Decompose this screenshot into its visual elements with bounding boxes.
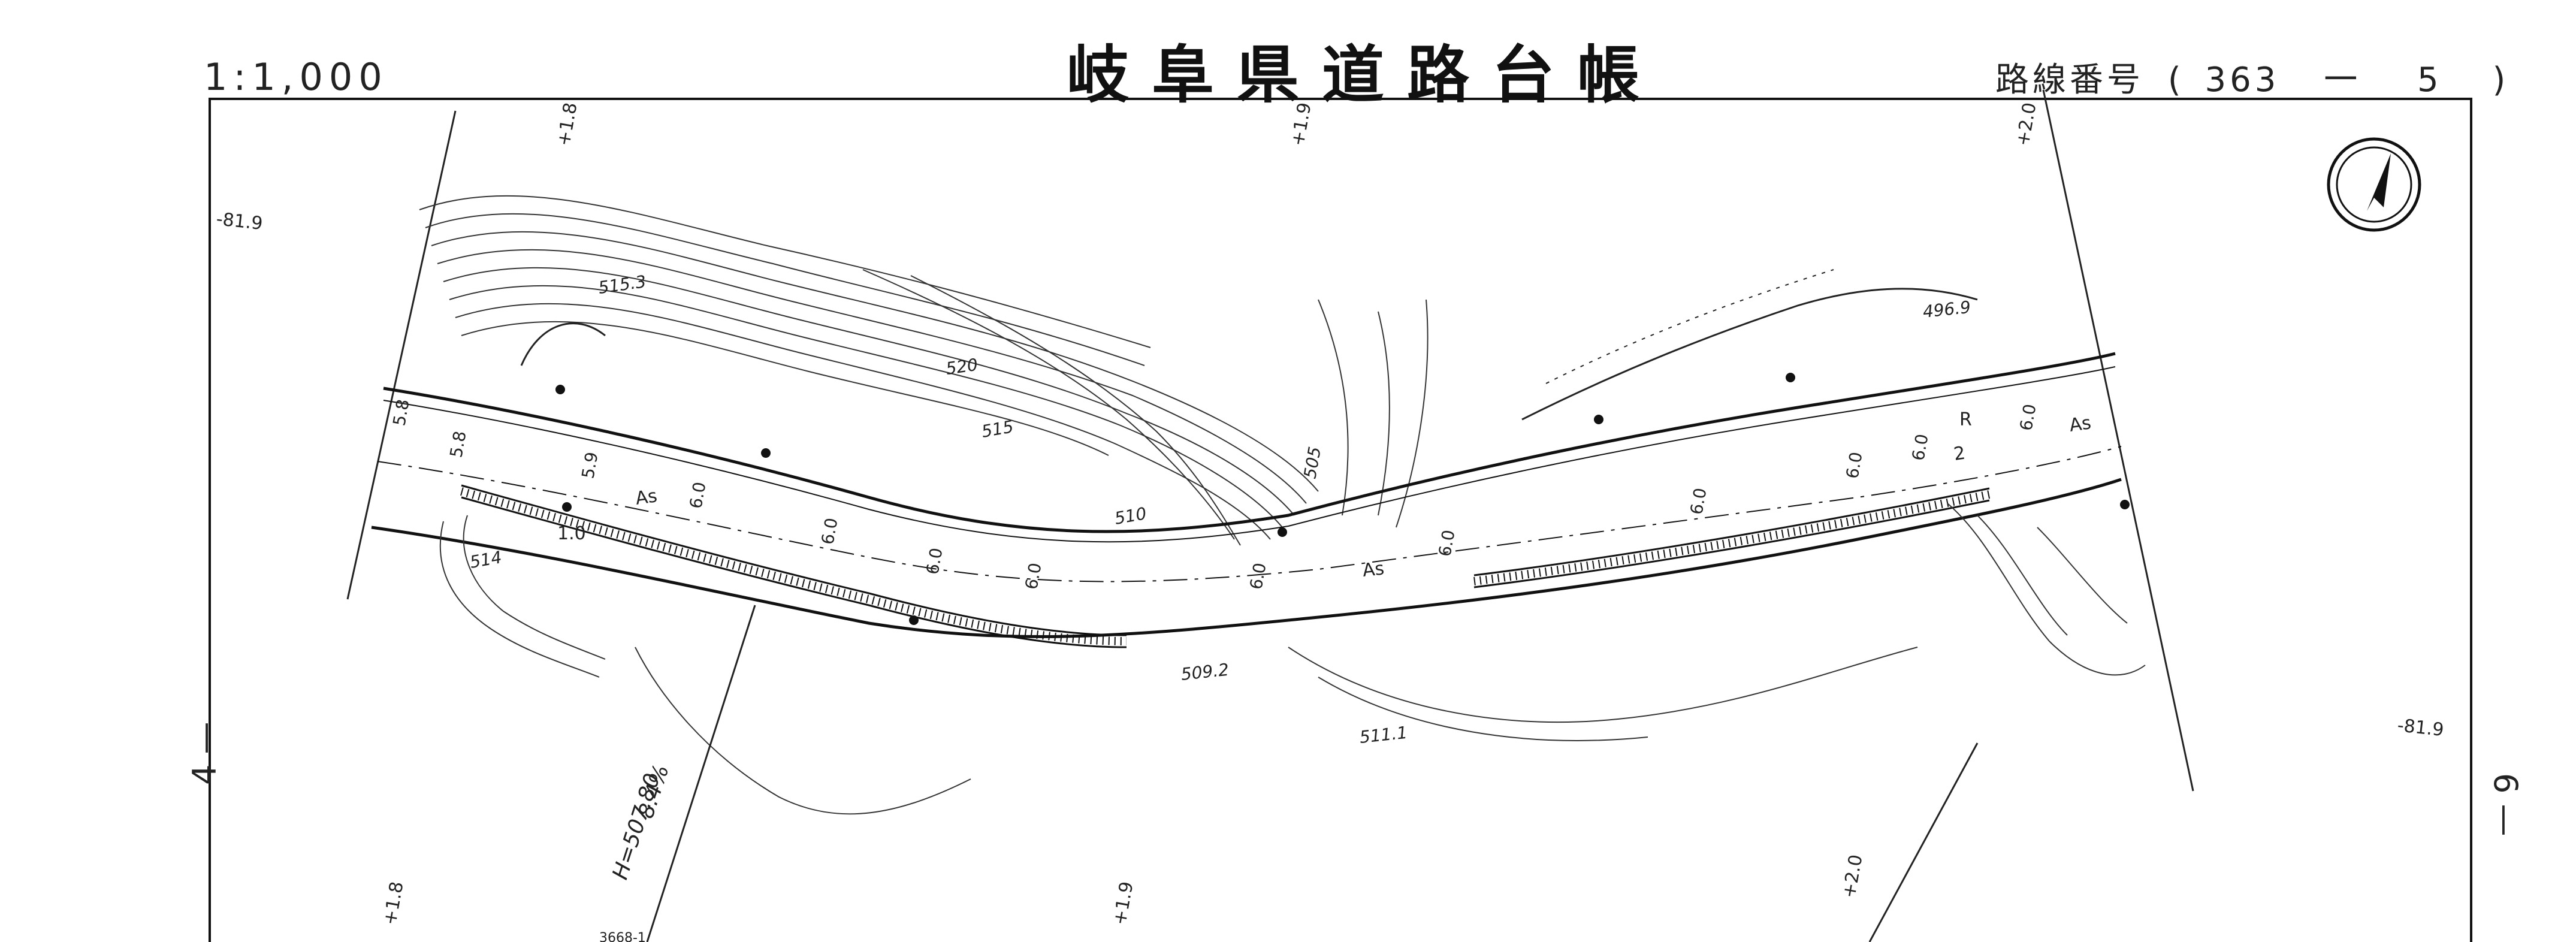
misc-labels: 1.0 2 R bbox=[557, 409, 1972, 544]
adjacent-sheet-left[interactable]: 4 — bbox=[186, 721, 224, 785]
contour-label: 520 bbox=[944, 355, 979, 379]
left-sheet-number: 4 bbox=[186, 764, 224, 785]
width-label: 6.0 bbox=[922, 547, 946, 576]
offset-label: -81.9 bbox=[2396, 715, 2445, 741]
width-label: 6.0 bbox=[1842, 451, 1866, 481]
offset-label: -81.9 bbox=[215, 209, 264, 234]
route-open-paren: ( bbox=[2167, 61, 2185, 99]
width-label: 6.0 bbox=[1435, 529, 1458, 558]
misc-label: R bbox=[1959, 409, 1972, 430]
map-frame bbox=[209, 98, 2472, 942]
sheet-boundary-left bbox=[346, 110, 457, 600]
right-sheet-dash: — bbox=[2487, 804, 2524, 837]
surface-label: As bbox=[2068, 412, 2092, 436]
contour-lines-south bbox=[439, 503, 2146, 815]
offset-label: +2.0 bbox=[2012, 101, 2040, 148]
width-label: 6.0 bbox=[817, 517, 841, 547]
map-scale: 1:1,000 bbox=[204, 55, 388, 99]
road-edge-north-inner bbox=[383, 366, 2116, 543]
gradient-annotation: H=507.80 8.4% bbox=[608, 762, 674, 883]
route-sheet-value: 5 bbox=[2417, 61, 2442, 99]
lot-number: 3668-1 bbox=[599, 931, 646, 942]
surface-labels: As As As bbox=[634, 412, 2092, 581]
offset-label: +1.9 bbox=[1109, 880, 1137, 927]
offset-label: +1.8 bbox=[553, 101, 581, 148]
left-sheet-dash: — bbox=[186, 721, 224, 754]
route-close-paren: ) bbox=[2492, 61, 2509, 99]
width-label: 5.9 bbox=[578, 451, 602, 481]
width-label: 6.0 bbox=[685, 481, 709, 511]
width-label: 6.0 bbox=[1908, 433, 1932, 463]
adjacent-sheet-right[interactable]: 6 — bbox=[2487, 773, 2524, 837]
scarp-symbol bbox=[520, 322, 606, 366]
offset-label: +2.0 bbox=[1838, 853, 1867, 900]
road-edge-north bbox=[383, 352, 2116, 533]
offset-label: +1.9 bbox=[1287, 101, 1315, 148]
contour-label: 514 bbox=[468, 547, 503, 572]
offset-labels: -81.9 +1.8 +1.9 +2.0 +1.8 +1.9 +2.0 -81.… bbox=[215, 101, 2445, 927]
contour-label: 496.9 bbox=[1922, 297, 1971, 322]
right-sheet-number: 6 bbox=[2487, 773, 2524, 794]
misc-label: 2 bbox=[1952, 443, 1967, 465]
contour-label: 509.2 bbox=[1180, 660, 1230, 684]
contour-labels: 515.3 520 515 510 505 514 509.2 511.1 49… bbox=[468, 271, 1971, 747]
retaining-wall-east bbox=[1473, 487, 1991, 588]
misc-label: 1.0 bbox=[557, 523, 586, 544]
width-label: 6.0 bbox=[1021, 561, 1045, 591]
contour-lines-north bbox=[419, 195, 1429, 546]
width-label: 5.8 bbox=[446, 430, 470, 460]
surface-label: As bbox=[634, 485, 659, 509]
contour-label: 510 bbox=[1113, 503, 1147, 529]
slope-edge-north-east bbox=[1521, 288, 1978, 421]
retaining-wall-west bbox=[460, 484, 1127, 648]
route-dash: 一 bbox=[2324, 61, 2361, 99]
gradient-line bbox=[646, 605, 756, 942]
width-label: 5.8 bbox=[389, 398, 413, 428]
contour-label: 515.3 bbox=[597, 271, 647, 298]
width-label: 6.0 bbox=[1686, 487, 1710, 517]
sheet-boundary-right bbox=[2042, 89, 2194, 792]
road-edge-south bbox=[371, 478, 2122, 638]
width-label: 6.0 bbox=[1246, 561, 1270, 591]
point-features bbox=[555, 373, 2130, 625]
route-number-value: 363 bbox=[2204, 61, 2280, 99]
road-centerline bbox=[377, 446, 2122, 582]
contour-label: 515 bbox=[980, 416, 1014, 442]
boundary-south-east bbox=[1868, 742, 1979, 942]
slope-top-north-east bbox=[1545, 269, 1834, 384]
route-number: 路線番号 ( 363 一 5 ) bbox=[1995, 53, 2509, 101]
north-arrow-icon bbox=[2327, 137, 2421, 232]
offset-label: +1.8 bbox=[379, 880, 407, 927]
width-label: 6.0 bbox=[2016, 403, 2040, 433]
surface-label: As bbox=[1361, 558, 1385, 581]
route-label: 路線番号 bbox=[1995, 61, 2144, 99]
contour-label: 505 bbox=[1300, 445, 1325, 480]
width-labels: 5.8 5.8 5.9 6.0 6.0 6.0 6.0 6.0 6.0 6.0 … bbox=[389, 398, 2040, 591]
contour-label: 511.1 bbox=[1358, 723, 1408, 747]
